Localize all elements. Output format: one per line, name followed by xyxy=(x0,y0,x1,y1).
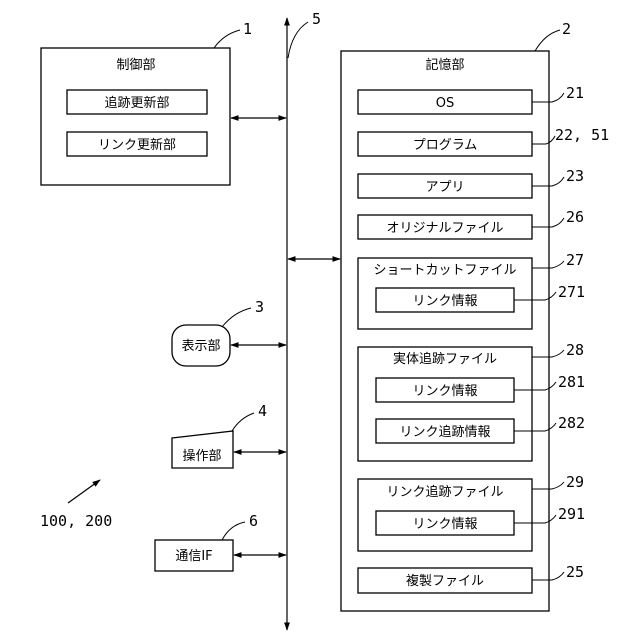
system-ref: 100, 200 xyxy=(40,512,112,530)
shortcut-file-ref: 27 xyxy=(566,251,584,269)
original-file-ref: 26 xyxy=(566,208,584,226)
link-tracking-file-label: リンク追跡ファイル xyxy=(386,484,503,500)
storage-unit-title: 記憶部 xyxy=(425,57,464,73)
os-label: OS xyxy=(436,96,454,111)
shortcut-link-info-label: リンク情報 xyxy=(412,294,477,309)
bus-leader xyxy=(288,22,308,58)
shortcut-file-label: ショートカットファイル xyxy=(373,263,516,278)
entity-link-info-ref: 281 xyxy=(558,373,585,391)
tracking-update-label: 追跡更新部 xyxy=(104,95,169,111)
app-ref: 23 xyxy=(566,167,584,185)
app-label: アプリ xyxy=(425,180,464,195)
program-ref: 22, 51 xyxy=(555,126,609,144)
link-update-label: リンク更新部 xyxy=(98,137,176,153)
operation-unit-label: 操作部 xyxy=(182,448,221,464)
storage-unit-leader xyxy=(535,30,560,51)
link-tracking-link-info-label: リンク情報 xyxy=(412,517,477,532)
operation-unit-leader xyxy=(232,413,254,431)
control-unit-leader xyxy=(214,30,240,48)
entity-link-tracking-info-label: リンク追跡情報 xyxy=(399,424,490,440)
display-unit-leader xyxy=(222,308,251,327)
program-label: プログラム xyxy=(413,138,478,153)
communication-if-ref: 6 xyxy=(249,512,258,530)
communication-if-label: 通信IF xyxy=(175,549,212,564)
bus-ref: 5 xyxy=(312,10,321,28)
control-unit-ref: 1 xyxy=(243,20,252,38)
display-unit-ref: 3 xyxy=(255,298,264,316)
system-ref-arrow xyxy=(68,480,100,503)
entity-link-info-label: リンク情報 xyxy=(412,384,477,399)
entity-link-tracking-info-ref: 282 xyxy=(558,414,585,432)
storage-unit-ref: 2 xyxy=(562,20,571,38)
shortcut-link-info-ref: 271 xyxy=(558,283,585,301)
entity-tracking-file-label: 実体追跡ファイル xyxy=(393,351,497,367)
original-file-label: オリジナルファイル xyxy=(386,221,503,236)
communication-if-leader xyxy=(222,522,245,540)
control-unit-title: 制御部 xyxy=(116,58,155,73)
os-ref: 21 xyxy=(566,84,584,102)
link-tracking-link-info-ref: 291 xyxy=(558,505,585,523)
copy-file-label: 複製ファイル xyxy=(406,573,484,589)
display-unit-label: 表示部 xyxy=(181,339,220,354)
copy-file-ref: 25 xyxy=(566,563,584,581)
link-tracking-file-ref: 29 xyxy=(566,473,584,491)
operation-unit-ref: 4 xyxy=(258,402,267,420)
entity-tracking-file-ref: 28 xyxy=(566,341,584,359)
